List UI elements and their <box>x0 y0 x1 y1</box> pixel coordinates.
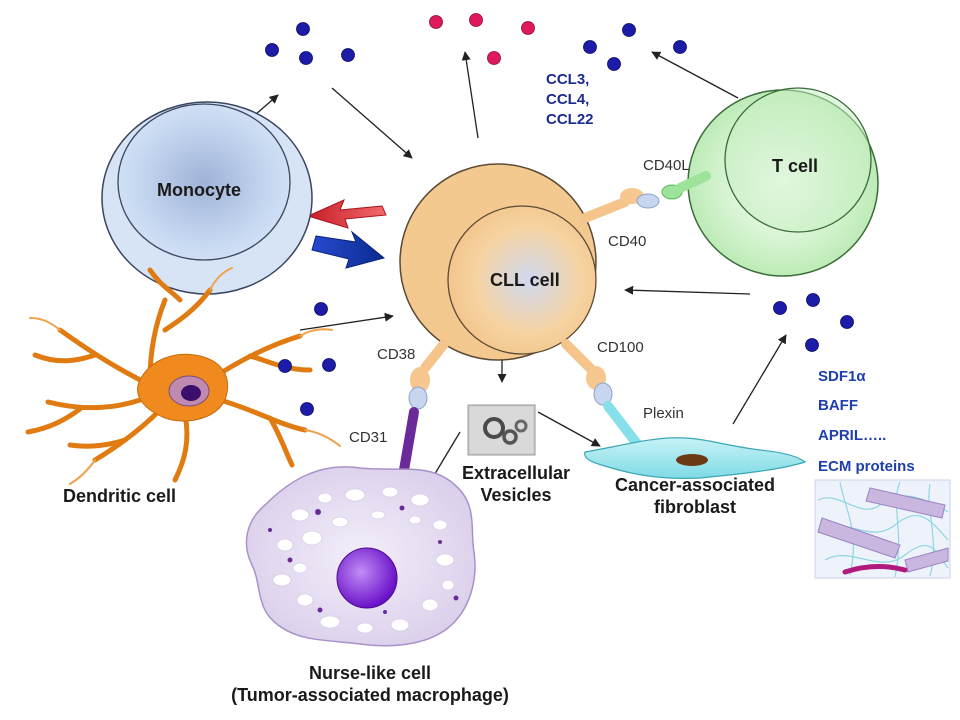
cd38-label: CD38 <box>377 346 416 363</box>
t-cell-label: T cell <box>772 156 819 176</box>
blue-arrow-to-cll <box>311 230 386 269</box>
cll-cell-label: CLL cell <box>490 270 560 290</box>
chemokine-list: CCL3, CCL4, CCL22 <box>546 70 594 130</box>
cd40-label: CD40 <box>608 233 647 250</box>
chemokine-item: CCL3, <box>546 71 590 88</box>
cd100-label: CD100 <box>597 339 644 356</box>
cd100-plexin-receptor <box>561 339 643 450</box>
cd38-cd31-receptor <box>399 339 449 475</box>
nurse-label-line2: (Tumor-associated macrophage) <box>231 685 509 705</box>
fibroblast-label-line1: Cancer-associated <box>614 475 776 495</box>
monocyte <box>101 101 313 295</box>
nurse-like-cell <box>245 466 476 647</box>
red-arrow-to-monocyte <box>306 199 387 229</box>
chemokine-item: CCL22 <box>546 111 594 128</box>
vesicles-label-line2: Vesicles <box>480 485 552 505</box>
t-cell <box>687 87 879 277</box>
extracellular-vesicles-image <box>467 404 536 456</box>
monocyte-label: Monocyte <box>157 180 242 200</box>
plexin-label: Plexin <box>643 405 684 422</box>
vesicles-label-line1: Extracellular <box>461 463 571 483</box>
extracellular-vesicles-label: Extracellular Vesicles <box>436 462 596 506</box>
stroma-factor-sdf1a: SDF1α <box>818 368 866 385</box>
chemokine-item: CCL4, <box>546 91 590 108</box>
cytokine-dots-blue <box>265 22 854 416</box>
stroma-factor-ecm: ECM proteins <box>818 458 915 475</box>
nurse-label-line1: Nurse-like cell <box>308 663 432 683</box>
dendritic-cell-label: Dendritic cell <box>63 486 177 506</box>
fibroblast-label: Cancer-associated fibroblast <box>590 474 800 518</box>
stroma-factor-april: APRIL….. <box>818 427 887 444</box>
fibroblast-label-line2: fibroblast <box>653 497 736 517</box>
cd31-label: CD31 <box>349 429 388 446</box>
ecm-panel-image <box>814 479 951 579</box>
cll-cell <box>399 163 597 361</box>
stroma-factor-baff: BAFF <box>818 397 858 414</box>
cancer-associated-fibroblast <box>584 437 807 479</box>
dendritic-cell <box>25 267 341 485</box>
cd40-cd40l-receptor <box>580 171 711 223</box>
cd40l-label: CD40L <box>643 157 690 174</box>
nurse-like-cell-label: Nurse-like cell (Tumor-associated macrop… <box>190 662 550 706</box>
cytokine-dots-red <box>429 13 535 65</box>
